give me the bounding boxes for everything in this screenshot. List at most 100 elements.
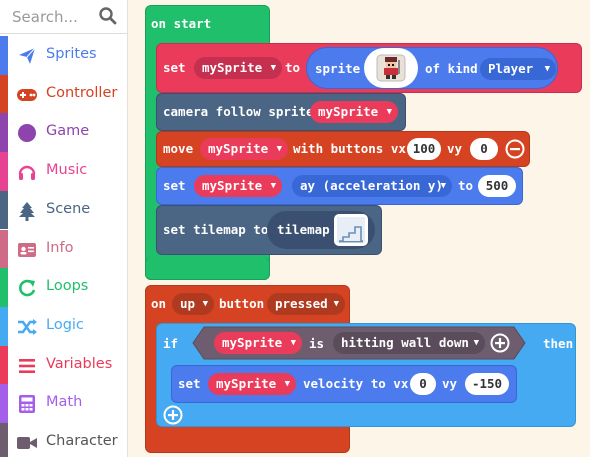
dropdown-arrow-icon: ▼ [440,181,446,191]
dropdown-arrow-icon: ▼ [270,63,276,73]
on-keyword: on [151,296,167,311]
dropdown-value: mySprite [216,376,277,391]
vy-label: vy [442,376,458,391]
search-bar [0,0,128,34]
player-sprite-icon [376,54,406,82]
then-keyword: then [543,336,574,351]
dropdown-arrow-icon: ▼ [290,338,296,348]
button-dropdown[interactable]: up ▼ [172,293,214,315]
dropdown-value: up [180,296,196,311]
category-label: Character [46,433,118,449]
sprite-property-dropdown[interactable]: ay (acceleration y)▼ [292,175,452,197]
set-keyword: set [178,376,201,391]
category-info[interactable]: Info [0,229,128,269]
vy-label: vy [447,141,463,156]
video-camera-icon [16,432,38,454]
dropdown-value: pressed [275,296,328,311]
category-sprites[interactable]: Sprites [0,36,128,75]
mysprite-variable-dropdown[interactable]: mySprite ▼ [208,373,296,395]
category-label: Variables [46,355,113,372]
calculator-icon [16,393,38,415]
category-label: Controller [46,84,118,101]
dropdown-value: mySprite [202,178,263,193]
tree-icon [16,200,38,222]
plus-circle-icon[interactable] [163,405,183,425]
if-keyword: if [163,336,179,351]
is-keyword: is [309,336,325,351]
camera-follow-label: camera follow sprite [163,104,314,119]
category-label: Logic [46,316,84,333]
tilemap-keyword: tilemap [277,222,330,237]
set-keyword: set [163,60,186,75]
dropdown-arrow-icon: ▼ [276,144,282,154]
tilemap-image-field[interactable] [334,214,368,246]
category-controller[interactable]: Controller [0,74,128,114]
on-start-footer [145,257,270,280]
id-card-icon [16,239,38,261]
on-start-label: on start [151,16,212,31]
dropdown-arrow-icon: ▼ [202,299,208,309]
tilemap-thumbnail-icon [337,217,365,243]
refresh-icon [16,277,38,299]
category-logic[interactable]: Logic [0,306,128,346]
minus-circle-icon[interactable] [505,139,525,159]
mysprite-variable-dropdown[interactable]: mySprite ▼ [194,175,282,197]
set-tilemap-label: set tilemap to [163,222,269,237]
category-variables[interactable]: Variables [0,345,128,385]
category-label: Scene [46,200,91,217]
set-keyword: set [163,178,186,193]
circle-icon [16,122,38,144]
with-buttons-vx-label: with buttons vx [293,141,406,156]
dropdown-value: mySprite [208,141,269,156]
button-event-dropdown[interactable]: pressed▼ [267,293,345,315]
category-label: Sprites [46,46,97,62]
mysprite-variable-dropdown[interactable]: mySprite ▼ [194,57,282,79]
dropdown-value: ay (acceleration y) [300,178,443,193]
to-keyword: to [285,60,301,75]
plus-circle-icon[interactable] [490,333,510,353]
to-keyword: to [458,178,474,193]
mysprite-variable-dropdown[interactable]: mySprite ▼ [214,332,302,354]
dropdown-arrow-icon: ▼ [270,181,276,191]
headphones-icon [16,161,38,183]
button-keyword: button [219,296,265,311]
vx-number-input[interactable]: 0 [410,373,436,395]
dropdown-value: Player [488,61,534,76]
dropdown-value: mySprite [318,104,379,119]
category-label: Info [46,239,74,256]
dropdown-value: mySprite [202,60,263,75]
wall-direction-dropdown[interactable]: hitting wall down▼ [333,332,485,354]
dropdown-arrow-icon: ▼ [386,107,392,117]
category-character[interactable]: Character [0,423,128,457]
sprite-kind-dropdown[interactable]: Player ▼ [480,58,556,80]
dropdown-value: mySprite [222,335,283,350]
category-game[interactable]: Game [0,113,128,153]
list-icon [16,355,38,377]
toolbox: Sprites Controller Game Music Scene [0,0,128,457]
category-label: Music [46,162,88,179]
search-input[interactable] [0,0,100,34]
move-keyword: move [163,141,194,156]
category-math[interactable]: Math [0,384,128,423]
search-icon[interactable] [98,6,118,26]
sprite-image-field[interactable] [364,48,418,88]
vy-number-input[interactable]: 0 [470,138,498,160]
sprite-keyword: sprite [315,61,361,76]
acceleration-number-input[interactable]: 500 [478,175,516,197]
shuffle-icon [16,316,38,338]
dropdown-arrow-icon: ▼ [544,64,550,74]
workspace[interactable]: on start set mySprite ▼ to sprite of kind… [128,0,590,457]
of-kind-keyword: of kind [425,61,478,76]
category-scene[interactable]: Scene [0,190,128,230]
paper-plane-icon [16,45,38,67]
mysprite-variable-dropdown[interactable]: mySprite ▼ [310,101,398,123]
vx-number-input[interactable]: 100 [407,138,441,160]
dropdown-value: hitting wall down [341,335,469,350]
category-loops[interactable]: Loops [0,268,128,307]
mysprite-variable-dropdown[interactable]: mySprite ▼ [200,138,288,160]
vy-number-input[interactable]: -150 [465,373,509,395]
category-music[interactable]: Music [0,152,128,191]
velocity-to-vx-label: velocity to vx [303,376,409,391]
category-label: Game [46,123,90,140]
dropdown-arrow-icon: ▼ [284,379,290,389]
